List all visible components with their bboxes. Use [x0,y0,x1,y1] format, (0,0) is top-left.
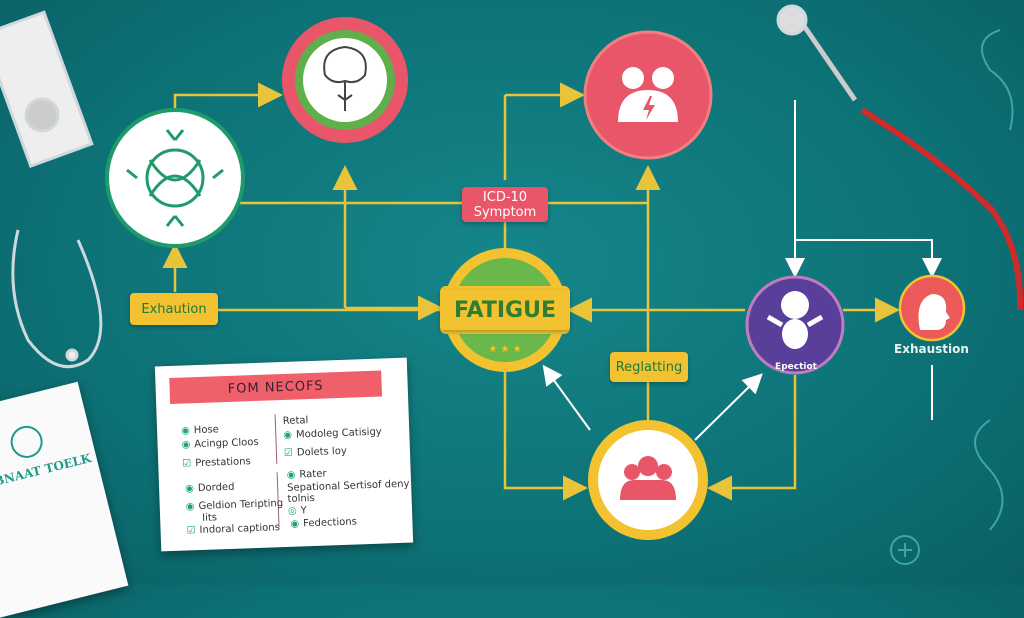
card-item: ☑Prestations [182,456,251,470]
card-item: ◉Modoleg Catisigy [283,426,382,442]
face-icon [918,294,950,330]
card-item: tolnis [287,492,315,505]
green-knot-node[interactable] [105,108,245,248]
fatigue-label: FATIGUE [440,290,570,330]
form-card: FOM NECOFS ◉Hose ◉Acingp Cloos ☑Prestati… [154,357,414,552]
icd10-symptom-label: ICD-10 Symptom [462,187,548,222]
swirl-decoration [890,29,1014,565]
fatigue-node[interactable]: ★ ★ ★ [440,248,570,372]
card-item: ◉Hose [180,424,220,437]
card-item: ☑Dolets loy [283,445,347,459]
icd-code-text: ICD-10 [482,189,528,205]
card-item: ◎Y [287,505,308,517]
card-item: Retal [282,415,309,428]
baby-node[interactable] [745,275,845,375]
knot-icon [126,129,224,227]
lightning-icon [643,96,655,120]
brain-icon [323,45,367,111]
person-alert-node[interactable] [583,30,713,160]
group-icon [620,456,676,500]
group-node[interactable] [588,420,708,540]
diagram-canvas: ★ ★ ★ [0,4,1024,565]
exhaution-label: Exhaution [130,293,218,325]
card-item: ◉Acingp Cloos [181,436,259,451]
card-item: ◉Fedections [290,516,358,530]
white-connectors [542,100,942,441]
card-item: ☑Indoral captions [186,522,281,537]
card-item: ◉Geldion Teripting [185,498,284,513]
card-item: Iits [201,512,218,524]
reglatting-label: Reglatting [610,352,688,382]
baby-icon [766,291,824,349]
exhausted-face-node[interactable] [898,274,966,342]
card-divider [274,414,278,465]
star-icons: ★ ★ ★ [488,344,521,355]
card-item: ◉Rater [286,468,327,481]
connector-lines [162,82,900,501]
card-item: Sepational Sertisof deny [286,478,410,494]
exhaustion-label: Exhaustion [894,342,969,356]
brain-node[interactable] [282,17,408,143]
document-title: BNAAT TOELK [0,451,93,489]
card-title: FOM NECOFS [169,370,383,404]
icd-symptom-text: Symptom [473,204,537,220]
epectiot-label: Epectiot [775,362,817,372]
document-seal-icon [7,422,47,462]
card-item: ◉Dorded [184,481,235,495]
stethoscope-decoration [0,4,1024,369]
